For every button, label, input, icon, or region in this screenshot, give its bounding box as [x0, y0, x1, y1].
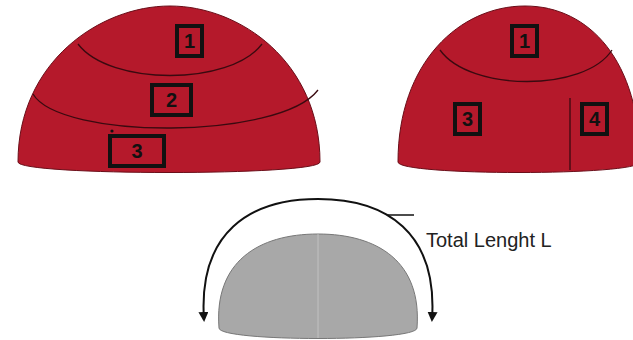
callout-number: 1	[184, 31, 195, 51]
callout-number: 2	[166, 90, 177, 110]
callout-box: 2	[150, 83, 193, 117]
callout-box: 1	[175, 24, 204, 58]
callout-number: 1	[519, 31, 530, 51]
dimension-label: Total Lenght L	[426, 229, 552, 251]
callout-number: 3	[462, 109, 473, 129]
callout-box: 1	[510, 24, 539, 58]
callout-number: 4	[589, 109, 600, 129]
callout-number: 3	[131, 141, 142, 161]
callout-box: 4	[580, 102, 609, 136]
callout-box: 3	[108, 134, 166, 168]
callout-box: 3	[453, 102, 482, 136]
